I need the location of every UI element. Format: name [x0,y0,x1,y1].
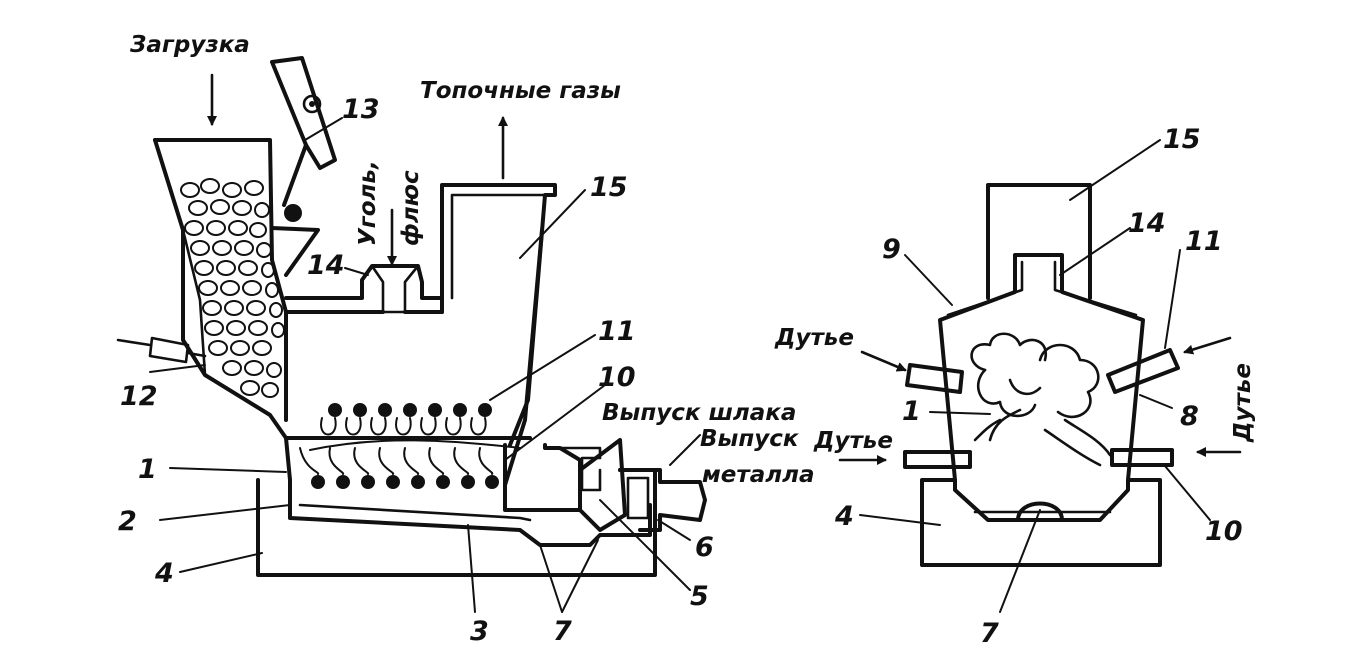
blast-arrow-top-right [1183,336,1232,355]
tuyere-row-upper [328,403,492,417]
combustion-cloud [970,332,1112,467]
metal-tap-label-1: Выпуск [700,426,800,452]
gate-arm [282,143,308,207]
blast-label-right: Дутье [1230,363,1256,443]
callout-14: 14 [307,250,345,281]
right-callout-4: 4 [834,501,854,532]
right-callout-8: 8 [1180,401,1199,432]
tuyere-12 [116,336,207,364]
metal-tap-label-2: металла [702,462,814,488]
right-taphole [1016,501,1064,522]
callout-5: 5 [690,581,709,612]
right-shell [938,253,1145,482]
blast-label-top-left: Дутье [774,325,854,351]
coal-flux-label-1: Уголь, [355,160,381,246]
right-shell-inner [946,260,1138,317]
slag-tap-cone [578,438,627,532]
right-tuyere-lower-left [903,450,972,469]
callout-10: 10 [598,362,636,393]
blast-label-mid-left: Дутье [813,428,893,454]
right-base [920,478,1162,567]
charging-port-14 [370,264,420,314]
right-view: Дутье Дутье Дутье 15 14 9 11 8 1 10 4 7 [774,124,1256,649]
flame-loops [299,417,521,475]
right-callout-9: 9 [882,234,901,265]
gas-stack-inner [450,193,547,300]
callout-11: 11 [598,316,636,347]
metal-tap-spout [618,468,707,532]
leader-lines-right [859,139,1211,613]
slag-tap-label: Выпуск шлака [602,400,796,426]
right-tuyere-lower-right [1110,448,1174,467]
slag-tap-block [543,446,602,492]
callout-6: 6 [695,532,714,563]
hearth-bottom [288,478,652,547]
gate-roller [284,204,302,222]
right-callout-11: 11 [1185,226,1223,257]
leader-lines-left [149,117,701,613]
callout-2: 2 [118,506,137,537]
loading-label: Загрузка [129,32,250,58]
hopper-inner-wall [181,228,207,377]
furnace-roof [284,264,444,300]
right-callout-1: 1 [902,396,921,427]
right-callout-10: 10 [1205,516,1243,547]
gate-lip [270,226,320,277]
flue-gases-label: Топочные газы [420,78,621,104]
right-tuyere-upper-left [905,363,964,394]
callout-7: 7 [553,616,572,647]
hopper-charge [180,178,285,398]
front-wall [503,228,544,487]
left-view: Загрузка Топочные газы Уголь, флюс Выпус… [116,32,814,647]
callout-15: 15 [590,172,628,203]
callout-13: 13 [342,94,380,125]
blast-arrow-top-left [860,350,907,372]
right-callout-14: 14 [1128,208,1166,239]
right-tuyere-upper-right [1106,348,1180,394]
gate-pivot-dot [309,101,315,107]
callout-3: 3 [470,616,489,647]
tuyere-row-lower [311,475,499,489]
hopper-left-wall [153,138,288,440]
feeder-gate [270,56,337,170]
coal-flux-label-2: флюс [398,170,424,246]
hearth-channel [298,503,532,522]
callout-12: 12 [120,381,158,412]
right-callout-7: 7 [980,618,999,649]
callout-4: 4 [154,558,174,589]
gate-pivot [302,94,322,114]
right-stack [986,183,1092,300]
right-callout-15: 15 [1163,124,1201,155]
hopper [153,138,288,422]
metal-tap-block [626,476,650,520]
callout-1: 1 [138,454,157,485]
